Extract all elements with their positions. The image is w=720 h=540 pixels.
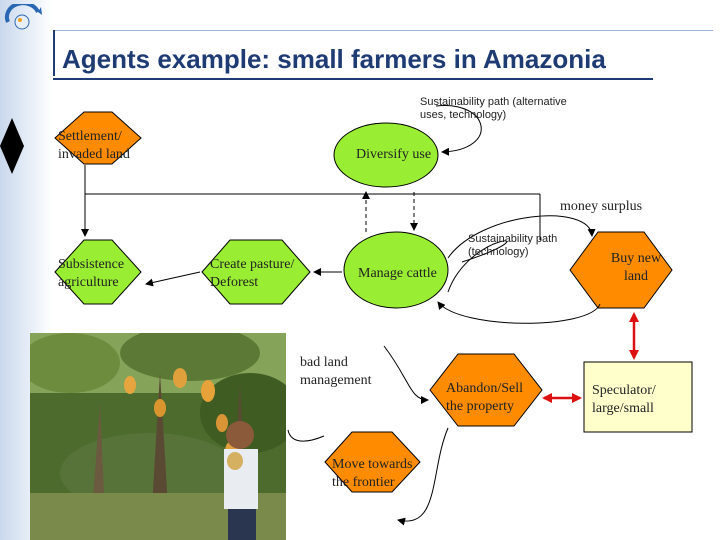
top-rule [53,30,713,31]
title-vertical-rule [53,30,55,76]
abandon-node: Abandon/Sell the property [446,381,523,414]
cattle-node: Manage cattle [358,266,437,281]
buy-land-node: Buy new land [610,251,662,284]
title-underline [53,78,653,80]
pasture-hexagon [201,239,311,305]
diamond-marker-icon [0,118,24,174]
page-title: Agents example: small farmers in Amazoni… [62,44,606,74]
speculator-box [583,361,693,433]
sustainability-path-mid-label: Sustainability path (technology) [468,233,558,258]
farm-photo [30,333,286,540]
cattle-ellipse [343,231,449,309]
pasture-node: Create pasture/ Deforest [210,257,295,290]
diversify-node: Diversify use [356,147,432,162]
settlement-hexagon [54,111,142,165]
speculator-node: Speculator/ large/small [592,383,656,416]
abandon-hexagon [429,353,543,427]
sustainability-path-top-label: Sustainability path (alternative uses, t… [420,96,567,121]
frontier-hexagon [324,431,421,493]
subsistence-hexagon [54,239,142,305]
bad-land-label: bad land management [300,355,372,388]
frontier-node: Move towards the frontier [332,457,413,490]
settlement-node: Settlement/ invaded land [58,129,130,162]
logo-icon [4,4,42,30]
money-surplus-label: money surplus [560,199,643,214]
diversify-ellipse [333,122,439,188]
subsistence-node: Subsistence agriculture [58,257,125,290]
